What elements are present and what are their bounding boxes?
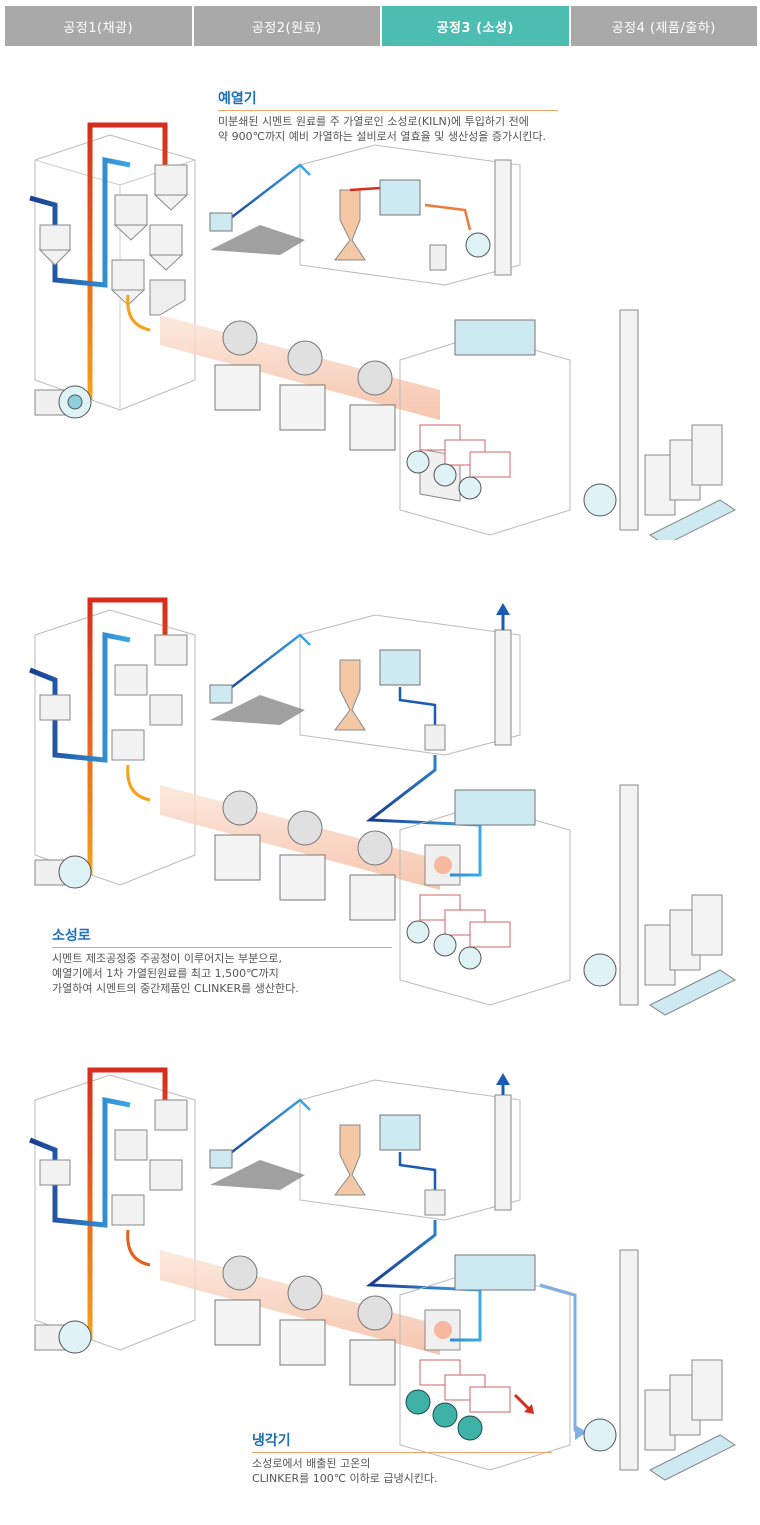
section-title: 소성로: [52, 925, 392, 948]
plant-illustration: [29, 597, 736, 1016]
diagram-panel-kiln: 소성로 시멘트 제조공정중 주공정이 이루어지는 부분으로, 예열기에서 1차 …: [0, 575, 760, 1035]
fan-icon: [34, 1320, 92, 1354]
raw-mill-unit: [209, 144, 521, 286]
clinker-silos: [583, 309, 736, 540]
section-cooler: 냉각기 소성로에서 배출된 고온의 CLINKER를 100℃ 이하로 급냉시킨…: [252, 1430, 552, 1486]
kiln: [160, 315, 461, 502]
clinker-cooler: [399, 789, 571, 1006]
clinker-cooler: [399, 319, 571, 536]
clinker-silos: [583, 1249, 736, 1481]
diagram-panel-preheater: 예열기 미분쇄된 시멘트 원료를 주 가열로인 소성로(KILN)에 투입하기 …: [0, 80, 760, 540]
section-preheater: 예열기 미분쇄된 시멘트 원료를 주 가열로인 소성로(KILN)에 투입하기 …: [218, 88, 558, 144]
section-kiln: 소성로 시멘트 제조공정중 주공정이 이루어지는 부분으로, 예열기에서 1차 …: [52, 925, 392, 996]
tab-process-2[interactable]: 공정2(원료): [193, 6, 380, 46]
preheater-tower: [29, 122, 196, 411]
clinker-silos: [583, 784, 736, 1016]
tab-process-3[interactable]: 공정3 (소성): [382, 6, 569, 46]
clinker-cooler: [399, 1254, 587, 1471]
plant-illustration: [29, 122, 736, 540]
process-tabs: 공정1(채광) 공정2(원료) 공정3 (소성) 공정4 (제품/출하): [5, 6, 757, 46]
kiln: [160, 785, 461, 921]
kiln: [160, 1250, 461, 1386]
fan-icon: [34, 855, 92, 889]
section-description: 소성로에서 배출된 고온의 CLINKER를 100℃ 이하로 급냉시킨다.: [252, 1457, 438, 1485]
section-title: 냉각기: [252, 1430, 552, 1453]
section-title: 예열기: [218, 88, 558, 111]
raw-mill-unit: [209, 603, 521, 877]
preheater-tower: [29, 597, 196, 886]
tab-process-1[interactable]: 공정1(채광): [5, 6, 192, 46]
diagram-panel-cooler: 냉각기 소성로에서 배출된 고온의 CLINKER를 100℃ 이하로 급냉시킨…: [0, 1060, 760, 1520]
fan-icon: [34, 385, 92, 419]
tab-process-4[interactable]: 공정4 (제품/출하): [570, 6, 757, 46]
section-description: 미분쇄된 시멘트 원료를 주 가열로인 소성로(KILN)에 투입하기 전에 약…: [218, 115, 546, 143]
section-description: 시멘트 제조공정중 주공정이 이루어지는 부분으로, 예열기에서 1차 가열된원…: [52, 952, 299, 995]
preheater-tower: [29, 1067, 196, 1351]
plant-illustration: [29, 1067, 736, 1481]
